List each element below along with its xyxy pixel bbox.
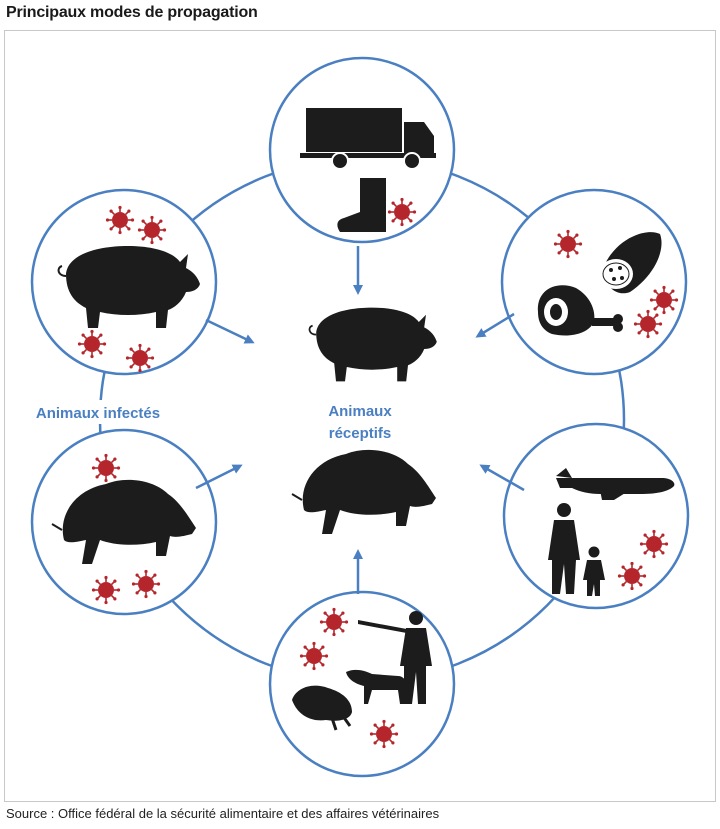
virus-icon — [649, 285, 679, 315]
arrow-infected-boar — [195, 464, 243, 490]
node-infected-pig — [30, 188, 218, 376]
boot-icon — [337, 178, 386, 232]
virus-icon — [617, 561, 647, 591]
truck-icon — [300, 108, 436, 170]
label-infected: Animaux infectés — [36, 405, 160, 422]
hunter-icon — [358, 611, 432, 704]
arrows — [195, 246, 525, 594]
airplane-icon — [556, 468, 675, 500]
sausage-icon — [599, 232, 662, 294]
arrow-food — [475, 312, 515, 338]
virus-icon — [131, 569, 161, 599]
source-note: Source : Office fédéral de la sécurité a… — [6, 806, 440, 821]
ham-icon — [537, 285, 623, 336]
virus-icon — [633, 309, 663, 339]
virus-icon — [77, 329, 107, 359]
virus-icon — [137, 215, 167, 245]
pig-icon — [308, 306, 438, 383]
wild-boar-icon — [291, 448, 437, 535]
node-food — [500, 188, 688, 376]
virus-icon — [125, 343, 155, 373]
virus-icon — [319, 607, 349, 637]
chart-title: Principaux modes de propagation — [6, 4, 258, 21]
label-receptive-line2: réceptifs — [329, 425, 392, 442]
arrow-infected-pig — [205, 318, 255, 344]
dead-boar-icon — [292, 685, 352, 731]
virus-icon — [369, 719, 399, 749]
virus-icon — [639, 529, 669, 559]
node-hunting — [268, 590, 456, 778]
virus-icon — [299, 641, 329, 671]
node-transport — [268, 56, 456, 244]
label-receptive-line1: Animaux — [328, 403, 392, 420]
node-travel — [502, 422, 690, 610]
virus-icon — [553, 229, 583, 259]
receptive-animals — [291, 306, 438, 535]
virus-icon — [105, 205, 135, 235]
dog-icon — [346, 669, 406, 704]
virus-icon — [91, 575, 121, 605]
arrow-travel — [479, 464, 525, 492]
diagram-frame — [4, 30, 716, 802]
node-infected-boar — [30, 428, 218, 616]
adult-child-icon — [548, 503, 605, 596]
virus-icon — [91, 453, 121, 483]
virus-icon — [387, 197, 417, 227]
